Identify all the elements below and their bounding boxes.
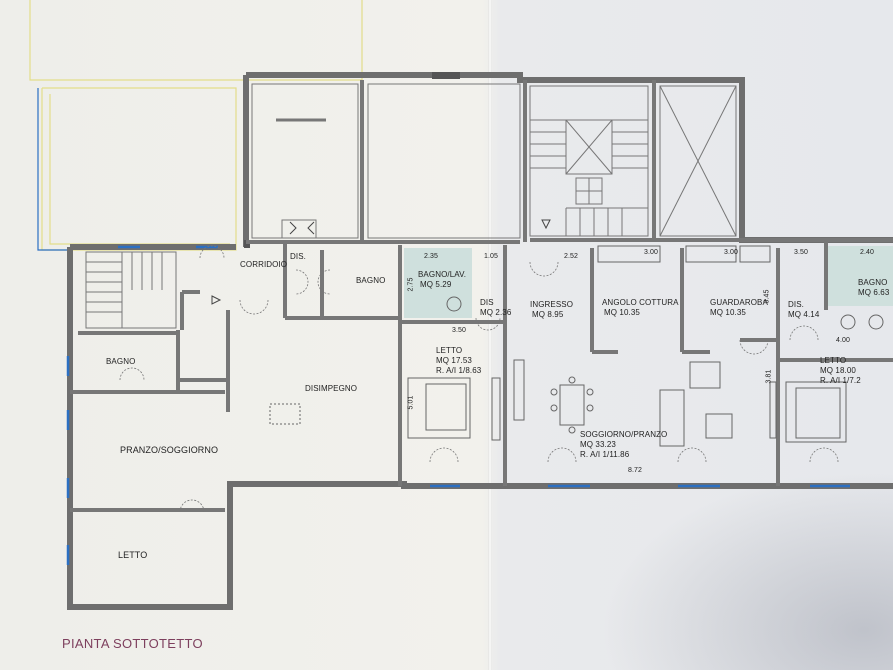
label-soggiorno-area: MQ 33.23 xyxy=(580,440,616,449)
label-letto-mid: LETTO xyxy=(436,346,463,355)
label-letto-mid-area: MQ 17.53 xyxy=(436,356,472,365)
storage-rooms xyxy=(251,83,521,239)
label-angolo-cottura-area: MQ 10.35 xyxy=(604,308,640,317)
inner-walls xyxy=(70,80,893,512)
label-guardaroba-area: MQ 10.35 xyxy=(710,308,746,317)
shadow xyxy=(600,470,893,670)
label-dis-mid-area: MQ 2.36 xyxy=(480,308,512,317)
dim-235: 2.35 xyxy=(424,253,439,260)
label-soggiorno-ra: R. A/I 1/11.86 xyxy=(580,450,630,459)
label-letto-mid-ra: R. A/I 1/8.63 xyxy=(436,366,482,375)
terrace-outline xyxy=(29,0,363,251)
label-bagno-lav: BAGNO/LAV. xyxy=(418,270,467,279)
wall-dark-bits xyxy=(244,72,460,248)
dim-240: 2.40 xyxy=(860,249,875,256)
label-bagno-left: BAGNO xyxy=(106,357,136,366)
dim-345: 3.45 xyxy=(763,289,771,304)
label-dis-right: DIS. xyxy=(788,300,804,309)
label-bagno-right: BAGNO xyxy=(858,278,888,287)
dim-252: 2.52 xyxy=(564,253,579,260)
label-letto-left: LETTO xyxy=(118,550,148,560)
markers xyxy=(211,219,551,305)
elevator-shaft xyxy=(659,85,737,237)
windows xyxy=(66,245,850,565)
label-guardaroba: GUARDAROBA xyxy=(710,298,768,307)
doors xyxy=(119,245,839,513)
dim-275: 2.75 xyxy=(407,277,415,292)
dim-501: 5.01 xyxy=(407,395,415,410)
label-letto-right-ra: R. A/I 1/7.2 xyxy=(820,376,861,385)
label-bagno-top: BAGNO xyxy=(356,276,386,285)
label-dis-right-area: MQ 4.14 xyxy=(788,310,820,319)
terrace-blue-line xyxy=(37,88,70,251)
label-dis-mid: DIS xyxy=(480,298,494,307)
label-letto-right: LETTO xyxy=(820,356,847,365)
staircase-center xyxy=(529,85,649,237)
dim-350: 3.50 xyxy=(794,249,809,256)
bathroom-fills xyxy=(404,246,893,318)
label-ingresso-area: MQ 8.95 xyxy=(532,310,564,319)
label-dis-top: DIS. xyxy=(290,252,306,261)
label-letto-right-area: MQ 18.00 xyxy=(820,366,856,375)
dim-400: 4.00 xyxy=(836,337,851,344)
label-angolo-cottura: ANGOLO COTTURA xyxy=(602,298,679,307)
staircase-left xyxy=(85,251,177,329)
plan-caption: PIANTA SOTTOTETTO xyxy=(62,636,203,651)
dim-872: 8.72 xyxy=(628,467,643,474)
label-bagno-lav-area: MQ 5.29 xyxy=(420,280,452,289)
label-corridoio: CORRIDOIO xyxy=(240,260,288,269)
label-bagno-right-area: MQ 6.63 xyxy=(858,288,890,297)
label-disimpegno: DISIMPEGNO xyxy=(305,384,358,393)
paper-fold xyxy=(488,0,492,670)
label-pranzo-soggiorno: PRANZO/SOGGIORNO xyxy=(120,445,219,455)
dim-300b: 3.00 xyxy=(724,249,739,256)
furniture xyxy=(269,245,884,447)
label-soggiorno: SOGGIORNO/PRANZO xyxy=(580,430,668,439)
dim-300: 3.00 xyxy=(644,249,659,256)
dim-381: 3.81 xyxy=(765,369,773,384)
dim-105: 1.05 xyxy=(484,253,499,260)
label-ingresso: INGRESSO xyxy=(530,300,574,309)
dim-350b: 3.50 xyxy=(452,327,467,334)
